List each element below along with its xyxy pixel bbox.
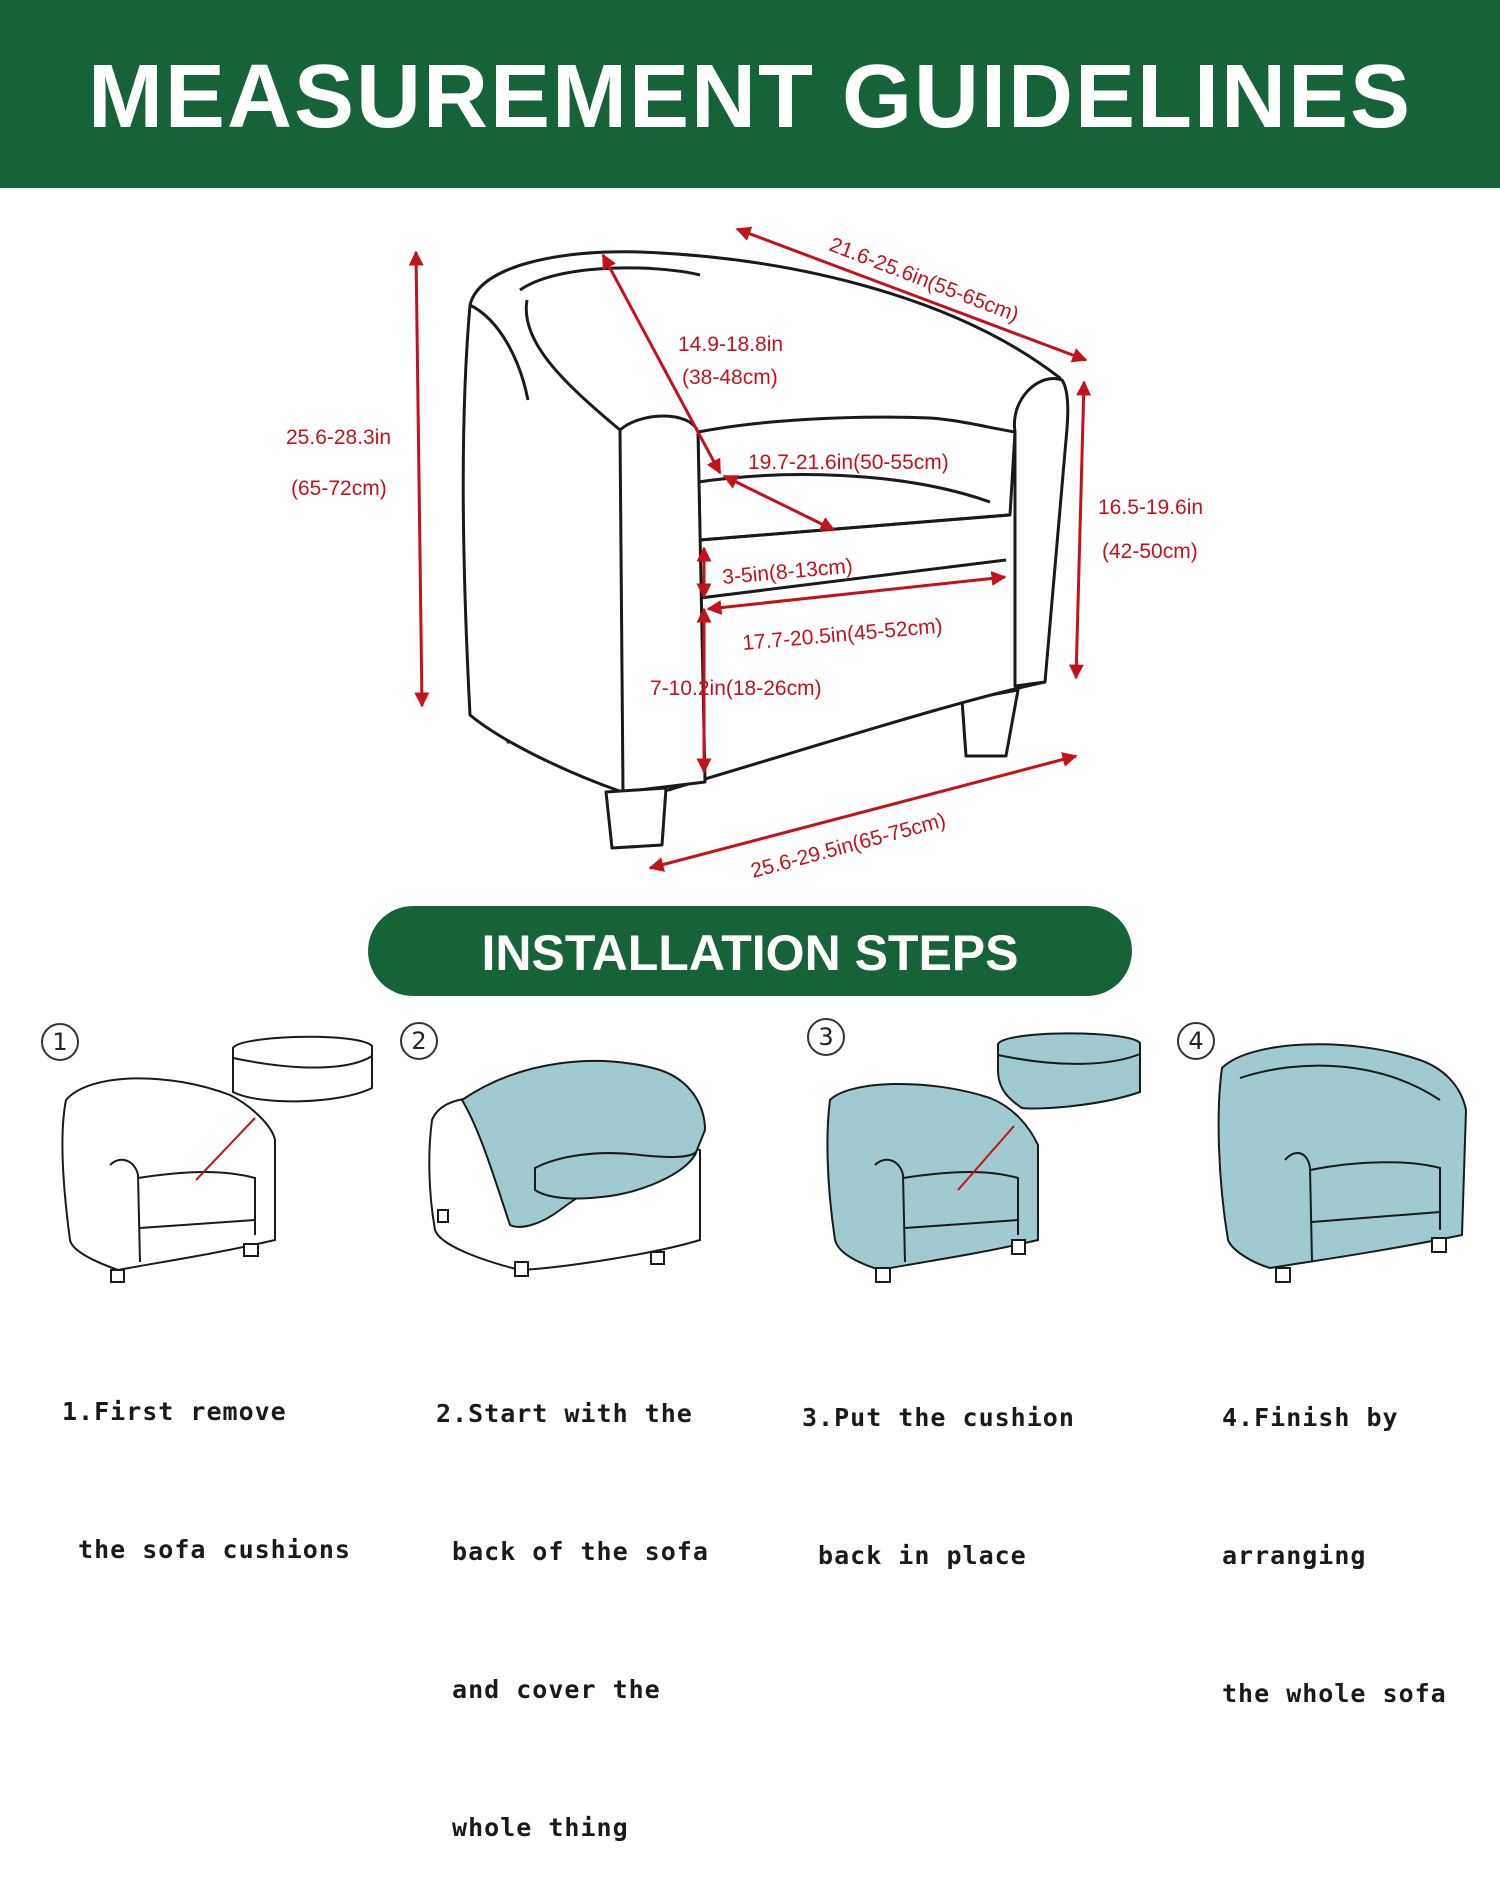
page-title: MEASUREMENT GUIDELINES [87,47,1413,147]
installation-steps-banner: INSTALLATION STEPS [368,906,1132,996]
section-title: INSTALLATION STEPS [481,925,1019,981]
step-2-line-1: 2.Start with the [436,1399,693,1428]
step-2-number: 2 [400,1022,438,1060]
measurement-arrows [408,226,1092,872]
step-4-text: 4.Finish by arranging the whole sofa [1222,1303,1447,1763]
seat-depth-label: 19.7-21.6in(50-55cm) [748,451,949,474]
step-4-number: 4 [1177,1022,1215,1060]
step-3-text: 3.Put the cushion back in place [802,1303,1075,1625]
back-depth-label-cm: (38-48cm) [682,366,778,389]
height-label-in: 25.6-28.3in [286,426,391,449]
step-2-line-4: whole thing [436,1813,629,1842]
header-banner: MEASUREMENT GUIDELINES [0,0,1500,188]
step-2-text: 2.Start with the back of the sofa and co… [436,1299,709,1897]
step-1-text: 1.First remove the sofa cushions [62,1297,351,1619]
step-1-line-1: 1.First remove [62,1397,287,1426]
step-3-number: 3 [807,1018,845,1056]
step-3-illustration [826,1032,1141,1283]
step-1-number: 1 [41,1023,79,1061]
step-1-line-2: the sofa cushions [62,1535,351,1564]
step-4-line-2: arranging [1222,1541,1367,1570]
step-2-line-3: and cover the [436,1675,661,1704]
back-depth-label-in: 14.9-18.8in [678,333,783,356]
step-2-line-2: back of the sofa [436,1537,709,1566]
front-height-label: 7-10.2in(18-26cm) [650,677,822,700]
total-width-label: 25.6-29.5in(65-75cm) [748,809,948,883]
height-label-cm: (65-72cm) [291,477,387,500]
arm-height-label-cm: (42-50cm) [1102,540,1198,563]
chair-measurement-diagram: 25.6-28.3in (65-72cm) 21.6-25.6in(55-65c… [61,226,1468,1283]
step-4-line-1: 4.Finish by [1222,1403,1399,1432]
step-4-illustration [1217,1043,1468,1283]
step-2-illustration [428,1059,707,1277]
step-3-line-2: back in place [802,1541,1027,1570]
step-1-illustration [61,1035,373,1283]
step-3-line-1: 3.Put the cushion [802,1403,1075,1432]
arm-height-label-in: 16.5-19.6in [1098,496,1203,519]
step-4-line-3: the whole sofa [1222,1679,1447,1708]
